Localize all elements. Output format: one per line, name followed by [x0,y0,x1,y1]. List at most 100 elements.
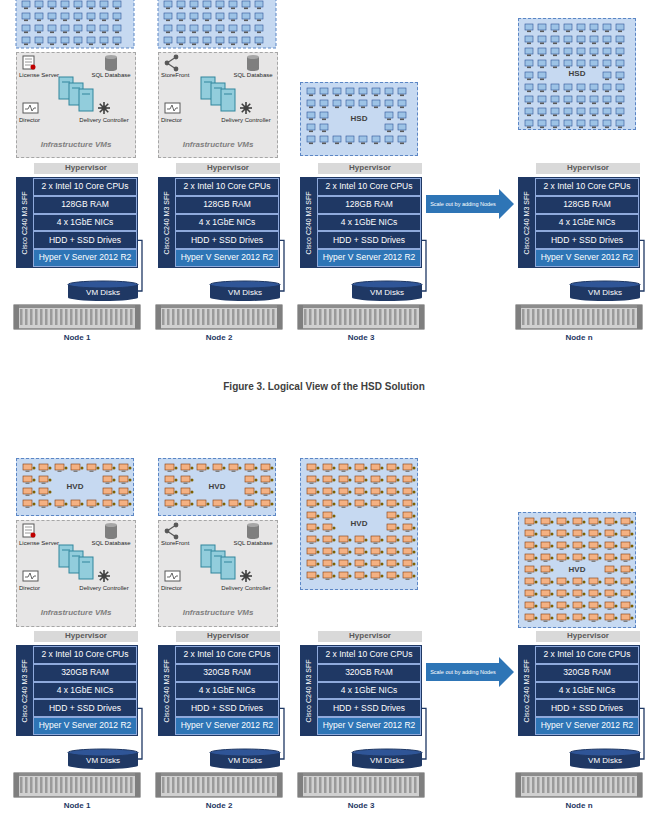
spec-row: Hyper V Server 2012 R2 [535,249,639,267]
spec-row: Hyper V Server 2012 R2 [317,249,421,267]
spec-row: 128GB RAM [175,196,279,214]
spec-text: 128GB RAM [345,200,393,209]
infrastructure-box: StoreFrontSQL DatabaseDirectorDelivery C… [158,52,278,158]
server-stack: Cisco C240 M3 SFF 2 x Intel 10 Core CPUs 3… [300,645,422,736]
spec-text: HDD + SSD Drives [551,704,623,713]
spec-row: 320GB RAM [33,664,137,682]
spec-row: 2 x Intel 10 Core CPUs [535,646,639,664]
spec-row: 128GB RAM [317,196,421,214]
vm-group-box: HSD [300,82,418,156]
disk-cylinder: VM Disks [570,281,640,301]
node-name: Node 2 [158,333,280,342]
spec-text: 4 x 1GbE NICs [57,686,114,695]
spec-text: HDD + SSD Drives [333,236,405,245]
disk-cylinder: VM Disks [570,749,640,769]
server-stack: Cisco C240 M3 SFF2 x Intel 10 Core CPUs3… [16,645,138,736]
spec-text: Hyper V Server 2012 R2 [323,721,416,730]
icon-label: StoreFront [161,72,205,79]
box-label: HVD [207,483,228,492]
spec-text: 2 x Intel 10 Core CPUs [544,650,631,659]
spec-text: HDD + SSD Drives [191,236,263,245]
box-label: Hypervisor [207,632,249,641]
spec-text: 128GB RAM [203,200,251,209]
icon-label: License Server [19,72,63,79]
group-title: Infrastructure VMs [159,609,277,618]
icon-label: Delivery Controller [73,117,135,124]
spec-text: 2 x Intel 10 Core CPUs [42,182,129,191]
model-label: Cisco C240 M3 SFF [163,659,171,722]
spec-text: Hyper V Server 2012 R2 [181,253,274,262]
box-label: VM Disks [228,757,262,766]
hypervisor-bar: Hypervisor [34,631,138,642]
spec-text: HDD + SSD Drives [49,704,121,713]
server-stack: Cisco C240 M3 SFF2 x Intel 10 Core CPUs1… [518,177,640,268]
spec-row: 320GB RAM [175,664,279,682]
model-label: Cisco C240 M3 SFF [523,659,531,722]
box-label: VM Disks [86,289,120,298]
spec-row: 2 x Intel 10 Core CPUs [317,178,421,196]
node-name: Node 2 [158,801,280,810]
spec-row: 4 x 1GbE NICs [33,682,137,700]
spec-row: HDD + SSD Drives [175,699,279,717]
box-label: VM Disks [370,757,404,766]
infrastructure-box: License ServerSQL DatabaseDirectorDelive… [16,52,136,158]
arrow-label: Scale out by adding Nodes [428,201,498,207]
spec-text: 320GB RAM [203,668,251,677]
spec-text: 2 x Intel 10 Core CPUs [184,182,271,191]
hypervisor-bar: Hypervisor [176,631,280,642]
vm-group-box: HVD [16,458,134,516]
model-label: Cisco C240 M3 SFF [305,659,313,722]
spec-row: HDD + SSD Drives [317,699,421,717]
spec-row: Hyper V Server 2012 R2 [317,717,421,735]
node-name: Node n [518,801,640,810]
spec-row: 4 x 1GbE NICs [317,682,421,700]
spec-row: 128GB RAM [33,196,137,214]
disk-cylinder: VM Disks [68,281,138,301]
rack-server [14,773,140,797]
box-label: Hypervisor [349,632,391,641]
spec-row: 2 x Intel 10 Core CPUs [317,646,421,664]
rack-server [298,305,424,329]
spec-row: 4 x 1GbE NICs [317,214,421,232]
spec-text: 2 x Intel 10 Core CPUs [544,182,631,191]
icon-label: Director [161,585,201,592]
node-name: Node 1 [16,333,138,342]
model-label: Cisco C240 M3 SFF [163,191,171,254]
box-label: HSD [349,115,370,124]
disk-cylinder: VM Disks [352,749,422,769]
spec-text: 4 x 1GbE NICs [199,218,256,227]
infrastructure-box: License ServerSQL DatabaseDirectorDelive… [16,520,136,627]
spec-row: 128GB RAM [535,196,639,214]
box-label: HVD [65,483,86,492]
spec-row: 2 x Intel 10 Core CPUs [175,646,279,664]
vm-group-box [16,0,134,48]
spec-text: 2 x Intel 10 Core CPUs [326,182,413,191]
box-label: HSD [567,70,588,79]
spec-row: 4 x 1GbE NICs [535,682,639,700]
rack-server [156,773,282,797]
icon-label: SQL Database [87,540,135,547]
spec-row: HDD + SSD Drives [535,699,639,717]
spec-text: 4 x 1GbE NICs [341,218,398,227]
spec-row: 2 x Intel 10 Core CPUs [535,178,639,196]
rack-server [156,305,282,329]
spec-text: 2 x Intel 10 Core CPUs [326,650,413,659]
spec-row: Hyper V Server 2012 R2 [175,717,279,735]
box-label: VM Disks [228,289,262,298]
icon-label: Delivery Controller [73,585,135,592]
spec-row: 4 x 1GbE NICs [33,214,137,232]
icon-label: Director [161,117,201,124]
spec-text: Hyper V Server 2012 R2 [323,253,416,262]
vm-group-box: HVD [300,458,418,590]
spec-row: HDD + SSD Drives [175,231,279,249]
spec-text: 2 x Intel 10 Core CPUs [184,650,271,659]
spec-row: 320GB RAM [317,664,421,682]
model-label: Cisco C240 M3 SFF [21,659,29,722]
icon-label: Delivery Controller [215,585,277,592]
node-name: Node 3 [300,801,422,810]
spec-row: 4 x 1GbE NICs [535,214,639,232]
scale-arrow [426,189,514,219]
spec-row: Hyper V Server 2012 R2 [535,717,639,735]
spec-text: HDD + SSD Drives [551,236,623,245]
box-label: HVD [567,566,588,575]
